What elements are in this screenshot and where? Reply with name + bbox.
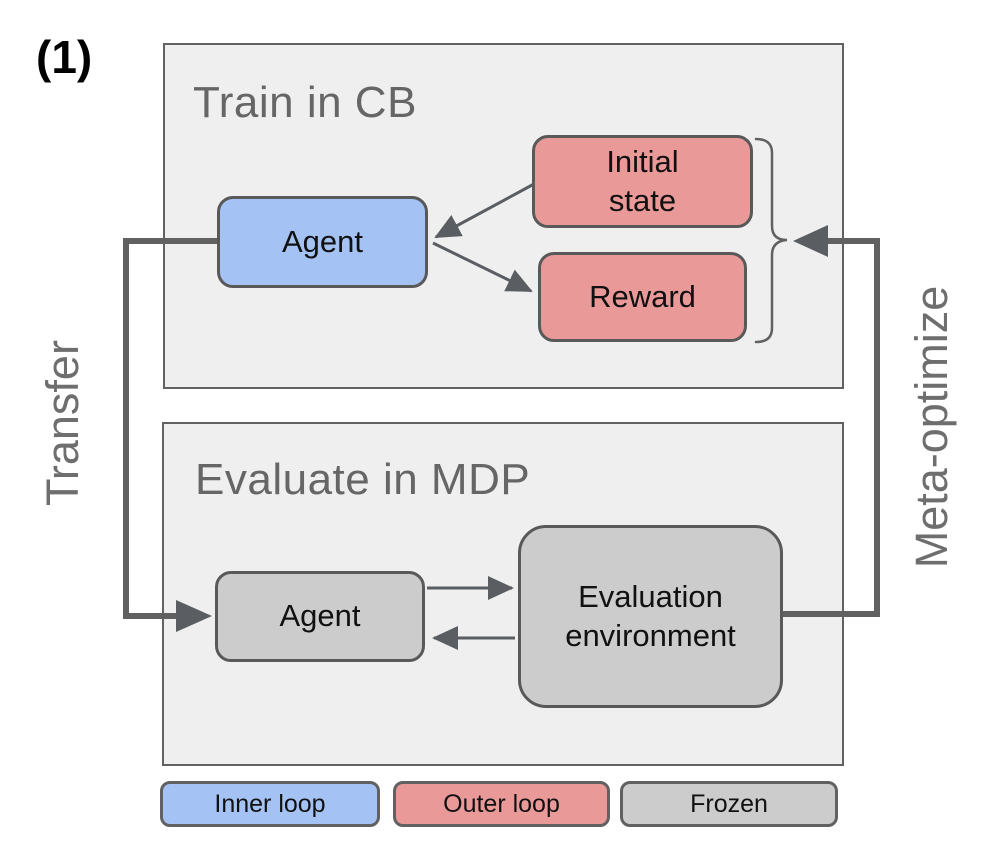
transfer-arrowhead-icon <box>176 600 212 632</box>
meta-optimize-connector-line <box>783 238 880 617</box>
agent-to-reward-arrow <box>432 241 533 293</box>
reward-node: Reward <box>538 252 747 342</box>
eval-panel-title: Evaluate in MDP <box>195 455 531 504</box>
transfer-label: Transfer <box>37 340 88 506</box>
figure-label: (1) <box>36 31 93 83</box>
train-panel-title: Train in CB <box>193 78 417 127</box>
transfer-connector-line <box>123 238 217 619</box>
legend-frozen: Frozen <box>620 781 838 827</box>
legend-outer-loop: Outer loop <box>393 781 610 827</box>
initial-state-to-agent-arrow <box>434 182 535 239</box>
legend-inner-loop-label: Inner loop <box>214 789 326 818</box>
curly-brace-icon <box>754 137 788 344</box>
eval-agent-node: Agent <box>215 571 425 662</box>
evaluation-environment-node: Evaluation environment <box>518 525 783 708</box>
legend-inner-loop: Inner loop <box>160 781 380 827</box>
meta-optimize-label: Meta-optimize <box>906 285 957 569</box>
legend-outer-loop-label: Outer loop <box>443 789 560 818</box>
train-agent-node: Agent <box>217 196 428 288</box>
meta-optimize-arrowhead-icon <box>793 225 828 257</box>
initial-state-node: Initial state <box>532 135 753 228</box>
legend-frozen-label: Frozen <box>690 789 768 818</box>
